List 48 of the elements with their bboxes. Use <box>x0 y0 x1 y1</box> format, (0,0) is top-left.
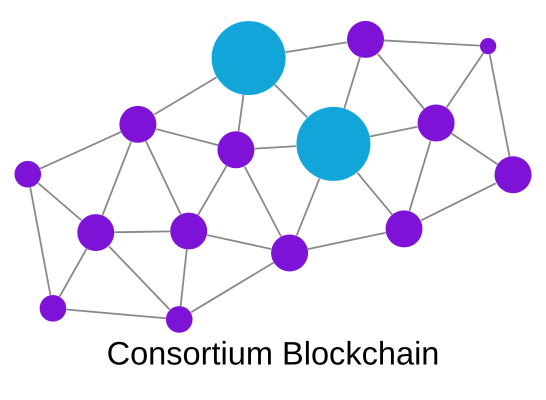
connector <box>197 164 228 215</box>
connector <box>58 248 88 296</box>
connector <box>66 308 166 319</box>
connector <box>29 186 52 295</box>
connector <box>190 261 274 313</box>
node-circle <box>296 106 370 180</box>
connector <box>244 166 282 236</box>
node-circle <box>77 214 114 251</box>
connector <box>446 52 484 108</box>
connector <box>145 140 182 214</box>
connector <box>285 41 347 53</box>
connector <box>102 141 132 215</box>
connector <box>370 125 418 137</box>
connector <box>384 39 480 46</box>
connector <box>108 245 170 310</box>
node-circle <box>166 306 193 332</box>
connector <box>356 172 393 215</box>
node-circle <box>347 20 384 58</box>
connector <box>488 54 510 156</box>
connector <box>180 248 188 306</box>
connector <box>308 231 386 250</box>
node-circle <box>386 210 423 247</box>
diagram-title: Consortium Blockchain <box>106 335 440 372</box>
node-circle <box>212 20 286 95</box>
node-circle <box>170 212 208 250</box>
node-circle <box>418 104 455 141</box>
connector <box>451 132 498 164</box>
connector <box>156 128 218 146</box>
connector <box>114 230 170 233</box>
connector <box>38 182 82 220</box>
connector <box>206 234 272 250</box>
node-circle <box>40 294 66 322</box>
node-circle <box>217 130 254 168</box>
node-circle <box>494 156 532 193</box>
connector <box>238 94 244 131</box>
connector <box>296 178 320 236</box>
connector <box>254 144 296 150</box>
connector <box>274 83 308 118</box>
connector <box>408 140 432 211</box>
node-circle <box>14 160 42 188</box>
node-circle <box>271 234 308 271</box>
connector <box>154 76 218 115</box>
node-circle <box>119 105 156 142</box>
node-circle <box>480 37 496 54</box>
connector <box>377 52 425 109</box>
connector <box>420 182 496 221</box>
connector <box>343 56 361 108</box>
connector <box>40 130 122 169</box>
